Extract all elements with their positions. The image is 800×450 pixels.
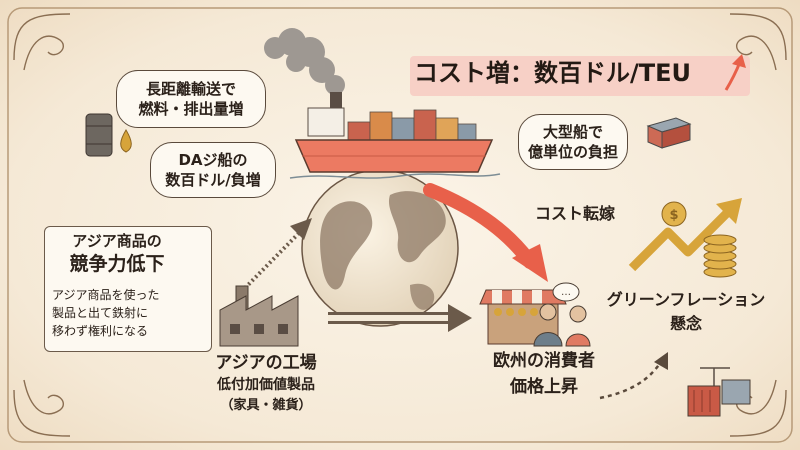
asia-panel-body-line3: 移わず権利になる: [52, 324, 149, 338]
greenflation-label-line2: 懸念: [669, 314, 702, 333]
cost-title: コスト増：数百ドル/TEU: [414, 59, 692, 87]
consumer-price-rise: 価格上昇: [510, 377, 578, 397]
asia-panel-title-line2: 競争力低下: [69, 253, 165, 275]
da-bubble-line2: 数百ドル/負増: [165, 171, 261, 189]
bigship-bubble-line1: 大型船で: [542, 122, 603, 141]
asia-panel-body-line2: 製品と出て鉄射に: [52, 306, 149, 320]
bigship-bubble-line2: 億単位の負担: [527, 143, 618, 161]
factory-title: アジアの工場: [215, 353, 317, 373]
greenflation-label-line1: グリーンフレーション: [606, 290, 766, 309]
factory-subtitle: 低付加価値製品: [217, 377, 315, 393]
svg-text:…: …: [561, 287, 571, 298]
fuel-bubble-line2: 燃料・排出量増: [138, 100, 244, 118]
asia-panel-title-line1: アジア商品の: [72, 232, 162, 250]
da-bubble: DAジ船の 数百ドル/負増: [150, 142, 276, 198]
cost-transfer-label: コスト転嫁: [534, 204, 615, 223]
da-bubble-line1: DAジ船の: [178, 150, 248, 169]
asia-panel-body-line1: アジア商品を使った: [52, 288, 160, 302]
fuel-bubble-line1: 長距離輸送で: [145, 79, 236, 98]
cost-title-banner: [410, 56, 750, 96]
bigship-bubble: 大型船で 億単位の負担: [518, 114, 628, 170]
consumer-title: 欧州の消費者: [493, 351, 595, 371]
asia-competitiveness-panel: [44, 226, 212, 352]
factory-items: （家具・雑貨）: [220, 398, 312, 413]
fuel-bubble: 長距離輸送で 燃料・排出量増: [116, 70, 266, 128]
svg-text:$: $: [669, 208, 678, 223]
